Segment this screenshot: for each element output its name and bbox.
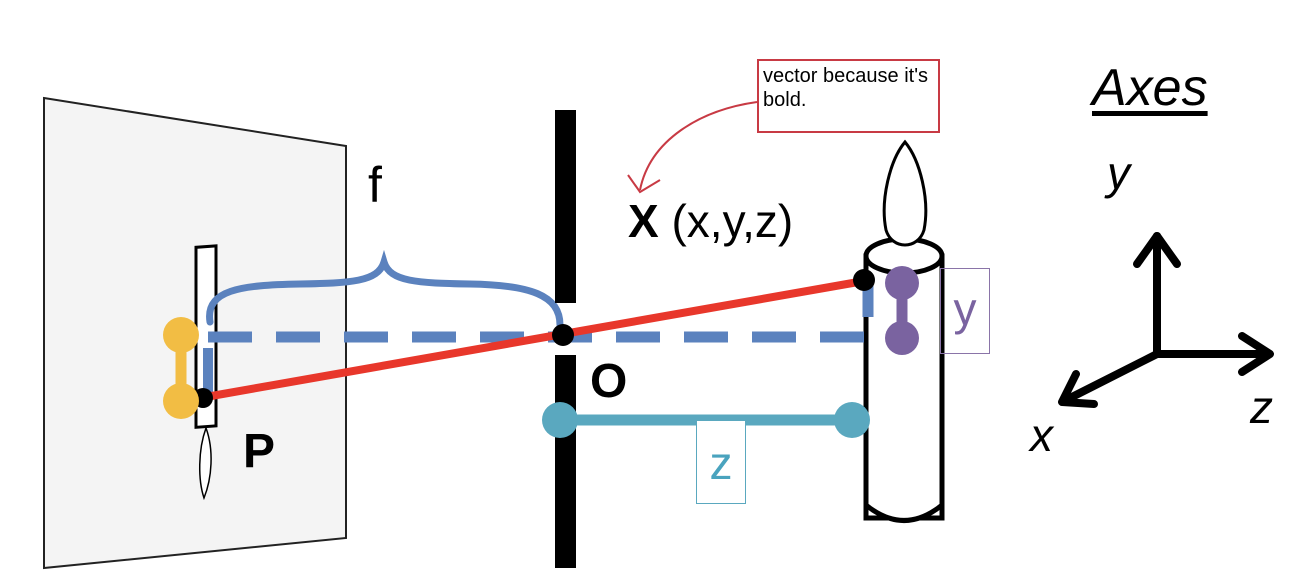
- focal-length-label: f: [368, 157, 382, 213]
- axes-title: Axes: [1092, 59, 1208, 117]
- object-point-symbol: X: [628, 195, 659, 247]
- coordinate-axes: [1058, 232, 1274, 408]
- annotation-note: vector because it's bold.: [757, 59, 940, 133]
- object-height-marker: [885, 266, 919, 355]
- axis-x-label: x: [1030, 409, 1053, 461]
- axis-y-label: y: [1107, 147, 1130, 199]
- annotation-arrow: [639, 101, 758, 191]
- image-height-marker: [163, 317, 199, 419]
- pinhole-point: [552, 324, 574, 346]
- image-point-label: P: [243, 425, 276, 478]
- y-dimension-label: y: [940, 268, 990, 354]
- projection-ray: [199, 277, 865, 402]
- object-point-label: X (x,y,z): [628, 198, 793, 244]
- origin-label: O: [590, 355, 628, 408]
- object-point-coords: (x,y,z): [671, 195, 794, 247]
- object-point: [853, 269, 875, 291]
- pinhole-barrier-lower: [555, 355, 576, 568]
- focal-length-brace: [206, 249, 564, 329]
- dashed-projection-line: [208, 284, 874, 343]
- annotation-arrowhead: [627, 174, 661, 194]
- z-dimension-label: z: [696, 420, 746, 504]
- pinhole-barrier-upper: [555, 110, 576, 303]
- axis-z-label: z: [1250, 381, 1273, 433]
